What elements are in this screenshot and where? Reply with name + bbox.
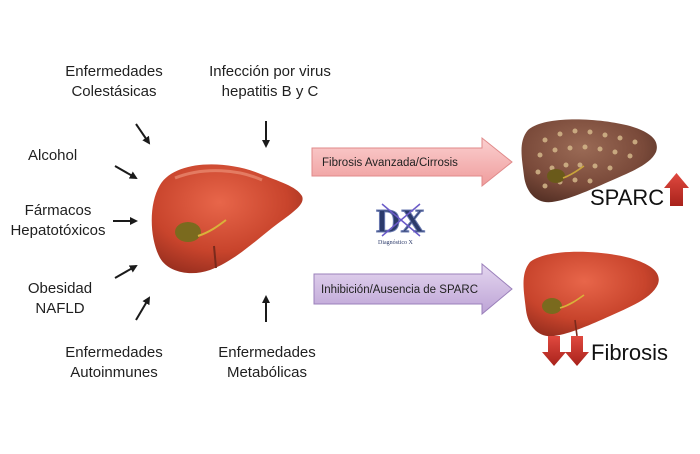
cause-colestasicas: Enfermedades Colestásicas [52, 62, 176, 102]
cause-alcohol-line1: Alcohol [28, 147, 78, 164]
cirrosis-arrow: Fibrosis Avanzada/Cirrosis [311, 136, 513, 188]
central-liver-icon [151, 164, 303, 274]
sparc-up-arrow-icon [664, 173, 689, 206]
cause-farmacos-line2: Hepatotóxicos [10, 222, 106, 239]
cause-farmacos: Fármacos Hepatotóxicos [0, 201, 116, 241]
cirrosis-arrow-label: Fibrosis Avanzada/Cirrosis [322, 157, 458, 169]
cause-alcohol: Alcohol [28, 146, 77, 166]
healthy-liver-icon [523, 251, 659, 337]
fibrosis-down-arrow-1-icon [542, 336, 566, 366]
sparc-inhibition-arrow: Inhibición/Ausencia de SPARC [313, 262, 513, 316]
cause-virus-line2: hepatitis B y C [221, 83, 319, 100]
cause-virus-line1: Infección por virus [209, 63, 331, 80]
cause-autoinmunes: Enfermedades Autoinmunes [52, 343, 176, 383]
cause-farmacos-line1: Fármacos [24, 202, 92, 219]
arrow-obesidad [114, 265, 138, 279]
cause-obesidad-line1: Obesidad [27, 280, 93, 297]
cause-colestasicas-line2: Colestásicas [71, 83, 157, 100]
sparc-inhibition-arrow-label: Inhibición/Ausencia de SPARC [321, 284, 478, 296]
cause-autoinmunes-line1: Enfermedades [65, 344, 163, 361]
fibrosis-result-text: Fibrosis [591, 340, 668, 365]
arrow-colestasicas [135, 123, 151, 145]
arrow-alcohol [114, 165, 138, 179]
cause-obesidad-line2: NAFLD [35, 300, 85, 317]
fibrosis-down-arrow-2-icon [565, 336, 589, 366]
arrow-autoinmunes [135, 296, 151, 321]
cause-autoinmunes-line2: Autoinmunes [70, 364, 158, 381]
cause-colestasicas-line1: Enfermedades [65, 63, 163, 80]
cause-arrows [113, 121, 270, 322]
cause-virus: Infección por virus hepatitis B y C [195, 62, 345, 102]
cause-metabolicas: Enfermedades Metabólicas [205, 343, 329, 383]
cause-obesidad: Obesidad NAFLD [16, 279, 104, 319]
cause-metabolicas-line1: Enfermedades [218, 344, 316, 361]
logo-text: Diagnóstico X [378, 240, 413, 246]
cirrhotic-liver-icon [521, 119, 657, 203]
diagnostico-x-logo: DX Diagnóstico X [376, 203, 427, 247]
sparc-result-text: SPARC [590, 185, 664, 210]
cause-metabolicas-line2: Metabólicas [226, 364, 308, 381]
